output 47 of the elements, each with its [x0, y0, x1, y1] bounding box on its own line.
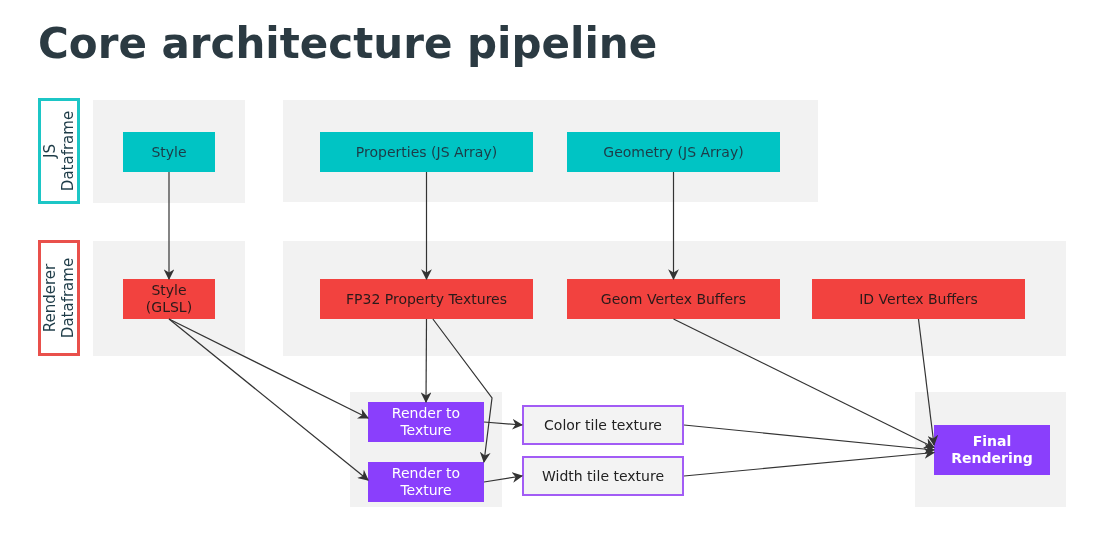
layer-label: [38, 240, 80, 356]
process-box: [320, 132, 533, 172]
box-label: Width tile texture: [541, 466, 665, 486]
arrow: [672, 318, 935, 449]
process-box: [123, 132, 215, 172]
group-panel: [93, 241, 245, 356]
box-label: ID Vertex Buffers: [858, 290, 979, 308]
process-box: [567, 279, 780, 319]
box-label: FP32 Property Textures: [345, 290, 508, 308]
arrow: [420, 318, 432, 404]
process-box: [368, 402, 484, 442]
arrow: [683, 424, 936, 455]
arrow: [163, 171, 175, 281]
group-panel: [93, 100, 245, 203]
box-label: Style: [150, 142, 188, 162]
arrow: [168, 318, 369, 481]
arrow: [432, 318, 493, 464]
group-panel: [350, 392, 502, 507]
arrow: [917, 318, 939, 447]
box-label: Final Rendering: [950, 433, 1034, 467]
arrow: [683, 448, 936, 477]
arrow: [421, 171, 432, 281]
process-box: [934, 425, 1050, 475]
box-label: Render to Texture: [390, 465, 462, 499]
group-panel: [915, 392, 1066, 507]
box-label: Properties (JS Array): [354, 142, 499, 162]
process-box: [320, 279, 533, 319]
group-panel: [283, 241, 1066, 356]
group-panel: [283, 100, 818, 202]
box-label: Render to Texture: [390, 405, 462, 439]
layer-label: [38, 98, 80, 204]
box-label: Style (GLSL): [144, 282, 194, 316]
texture-box: [522, 456, 684, 496]
process-box: [567, 132, 780, 172]
texture-box: [522, 405, 684, 445]
arrow: [668, 171, 679, 281]
arrow: [483, 472, 524, 483]
process-box: [812, 279, 1025, 319]
process-box: [368, 462, 484, 502]
layer-label-text: Renderer Dataframe: [41, 256, 77, 341]
box-label: Geometry (JS Array): [602, 142, 745, 162]
title: Core architecture pipeline: [38, 18, 658, 70]
layer-label-text: JS Dataframe: [41, 109, 77, 194]
box-label: Color tile texture: [543, 415, 663, 435]
process-box: [123, 279, 215, 319]
arrow: [483, 418, 524, 430]
box-label: Geom Vertex Buffers: [599, 290, 748, 308]
